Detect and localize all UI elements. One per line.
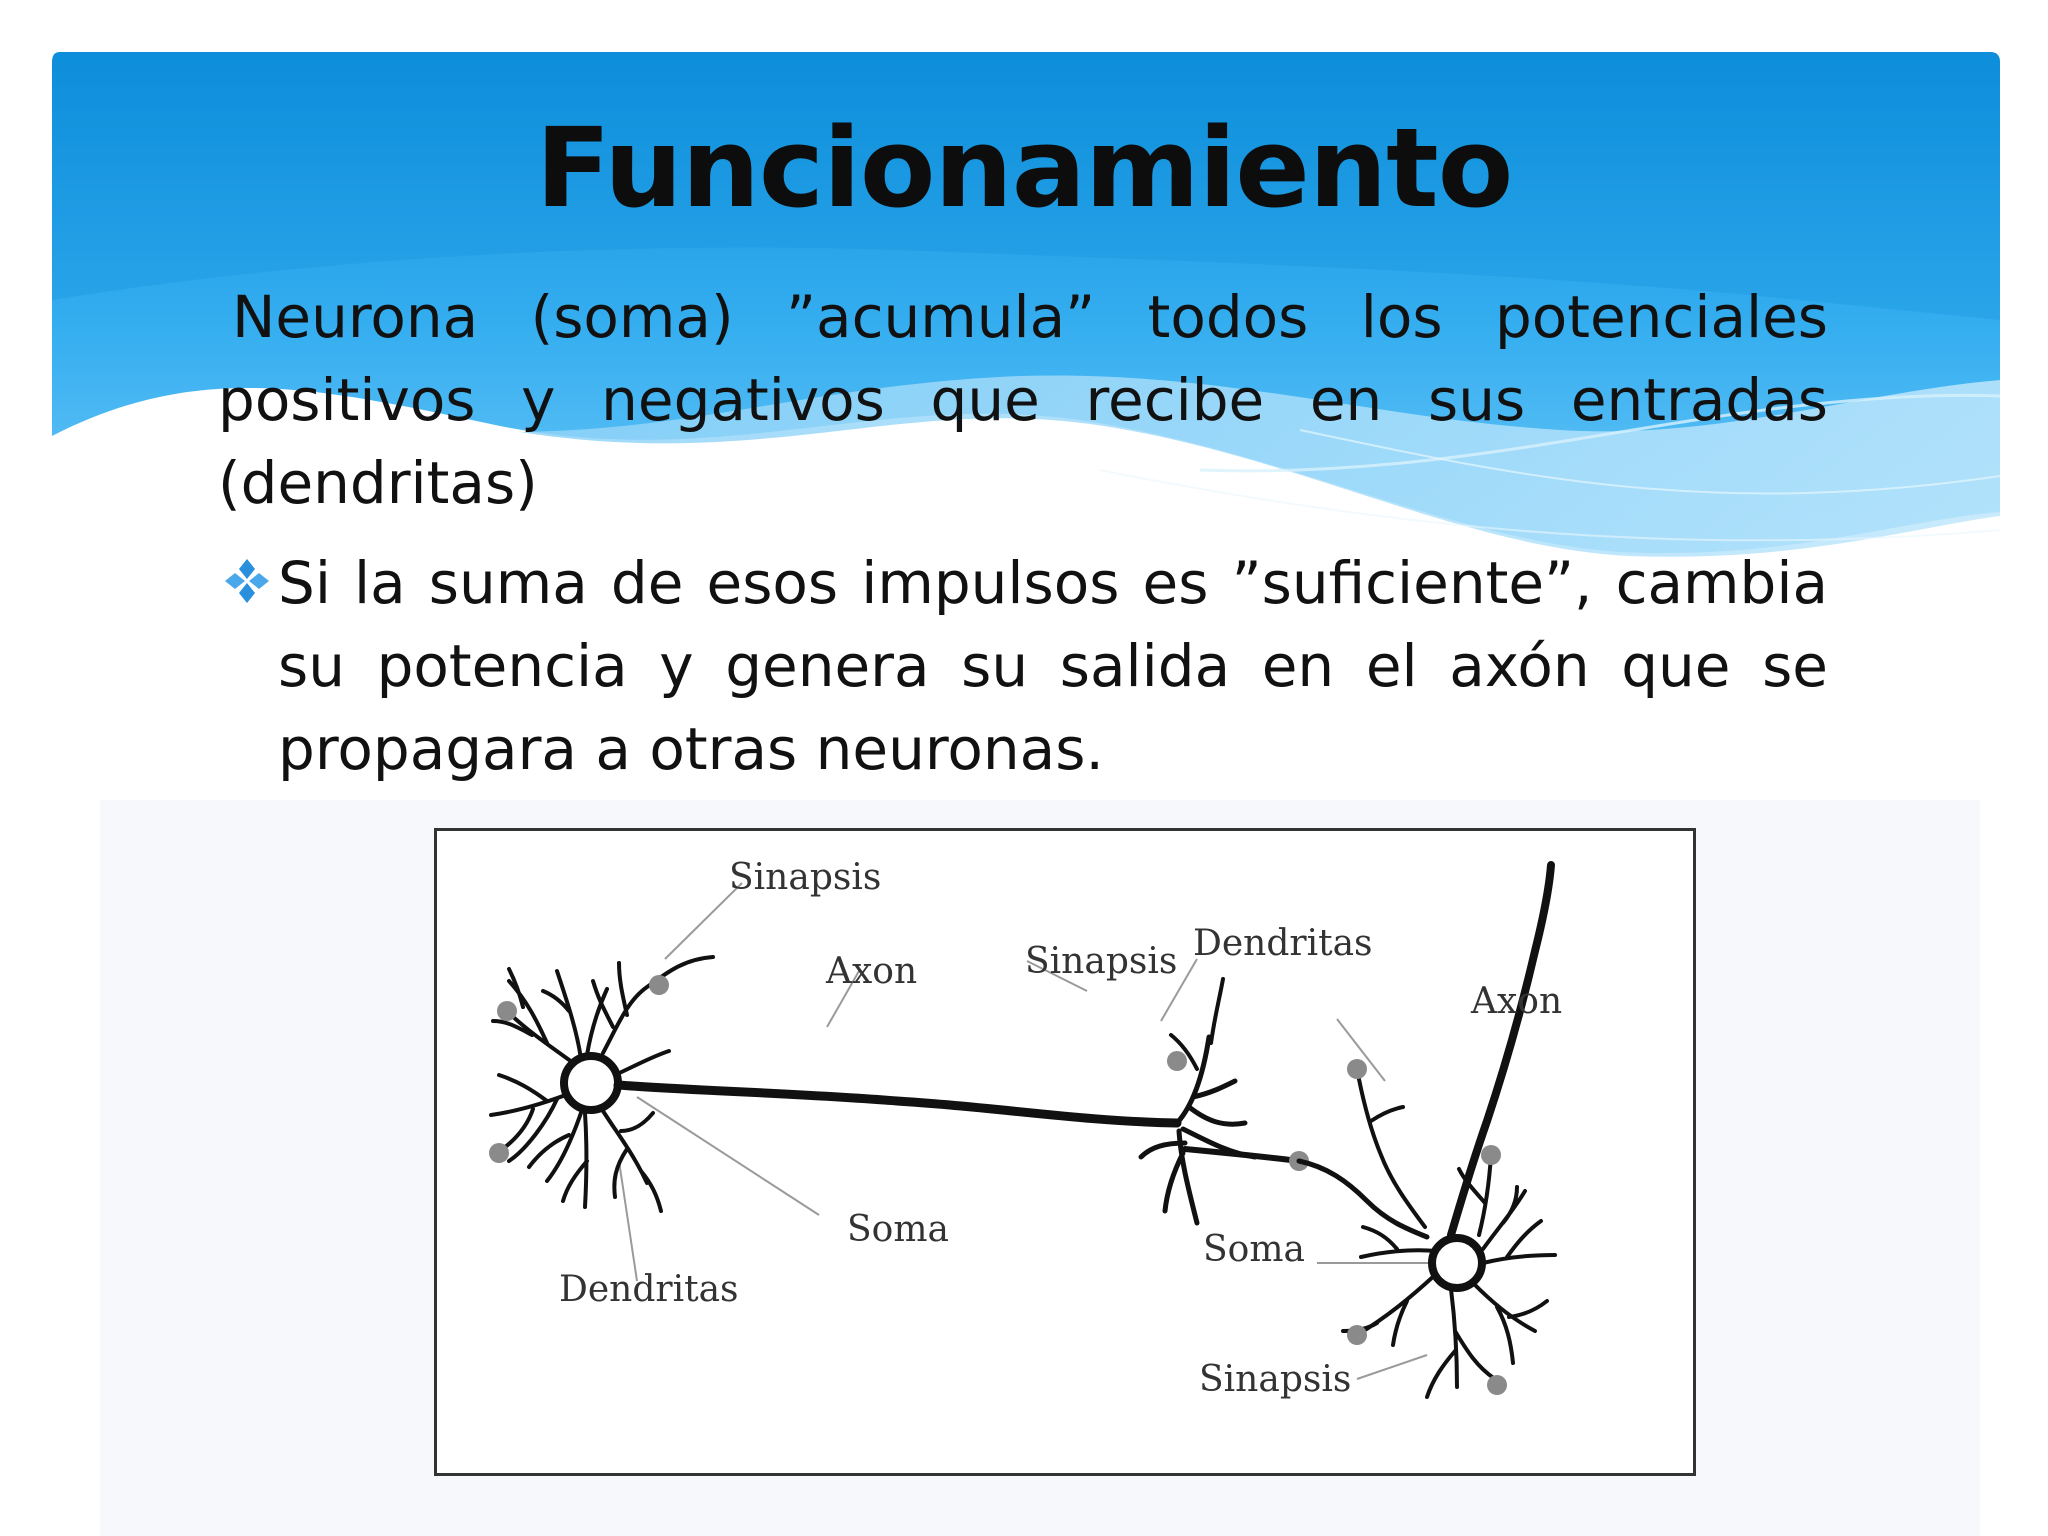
- slide-title: Funcionamiento: [535, 104, 1514, 232]
- right-soma: [1428, 1234, 1486, 1292]
- synapse-dot: [1167, 1051, 1187, 1071]
- label-soma-left: Soma: [847, 1209, 949, 1250]
- synapse-dot: [649, 975, 669, 995]
- synapse-dot: [497, 1001, 517, 1021]
- right-neuron-dendrites: [1296, 1067, 1557, 1399]
- axon-main: [613, 1080, 1182, 1128]
- left-neuron-dendrites: [489, 955, 715, 1213]
- leader-dendritas-right: [1160, 958, 1198, 1022]
- leader-dendritas-left: [618, 1160, 638, 1282]
- bullet-paragraph: Si la suma de esos impulsos es ”suficien…: [278, 549, 1828, 783]
- leader-sinapsis-bottom: [1356, 1354, 1428, 1380]
- label-sinapsis-top: Sinapsis: [729, 857, 881, 898]
- label-axon-right: Axon: [1470, 981, 1562, 1022]
- leader-axon-right: [1336, 1018, 1386, 1082]
- body-paragraph: Neurona (soma) ”acumula” todos los poten…: [218, 283, 1828, 517]
- leader-sinapsis-mid: [1026, 960, 1088, 992]
- leader-sinapsis-top: [664, 882, 743, 960]
- label-soma-right: Soma: [1203, 1229, 1305, 1270]
- axon-right: [1447, 861, 1555, 1239]
- leader-soma-left: [636, 1096, 820, 1216]
- neuron-diagram: Sinapsis Axon Soma Dendritas Sinapsis De…: [434, 828, 1696, 1476]
- leader-axon-left: [826, 970, 860, 1028]
- label-dendritas-left: Dendritas: [559, 1269, 739, 1310]
- axon-terminal-branches: [1138, 977, 1302, 1226]
- four-diamond-bullet-icon: [225, 559, 269, 603]
- label-dendritas-right: Dendritas: [1193, 923, 1373, 964]
- label-sinapsis-bottom: Sinapsis: [1199, 1359, 1351, 1400]
- left-soma: [560, 1052, 622, 1114]
- synapse-dot: [489, 1143, 509, 1163]
- synapse-dot: [1347, 1325, 1367, 1345]
- synapse-dot: [1481, 1145, 1501, 1165]
- label-sinapsis-mid: Sinapsis: [1025, 941, 1177, 982]
- synapse-dot: [1487, 1375, 1507, 1395]
- synapse-dot: [1347, 1059, 1367, 1079]
- label-axon-left: Axon: [825, 951, 917, 992]
